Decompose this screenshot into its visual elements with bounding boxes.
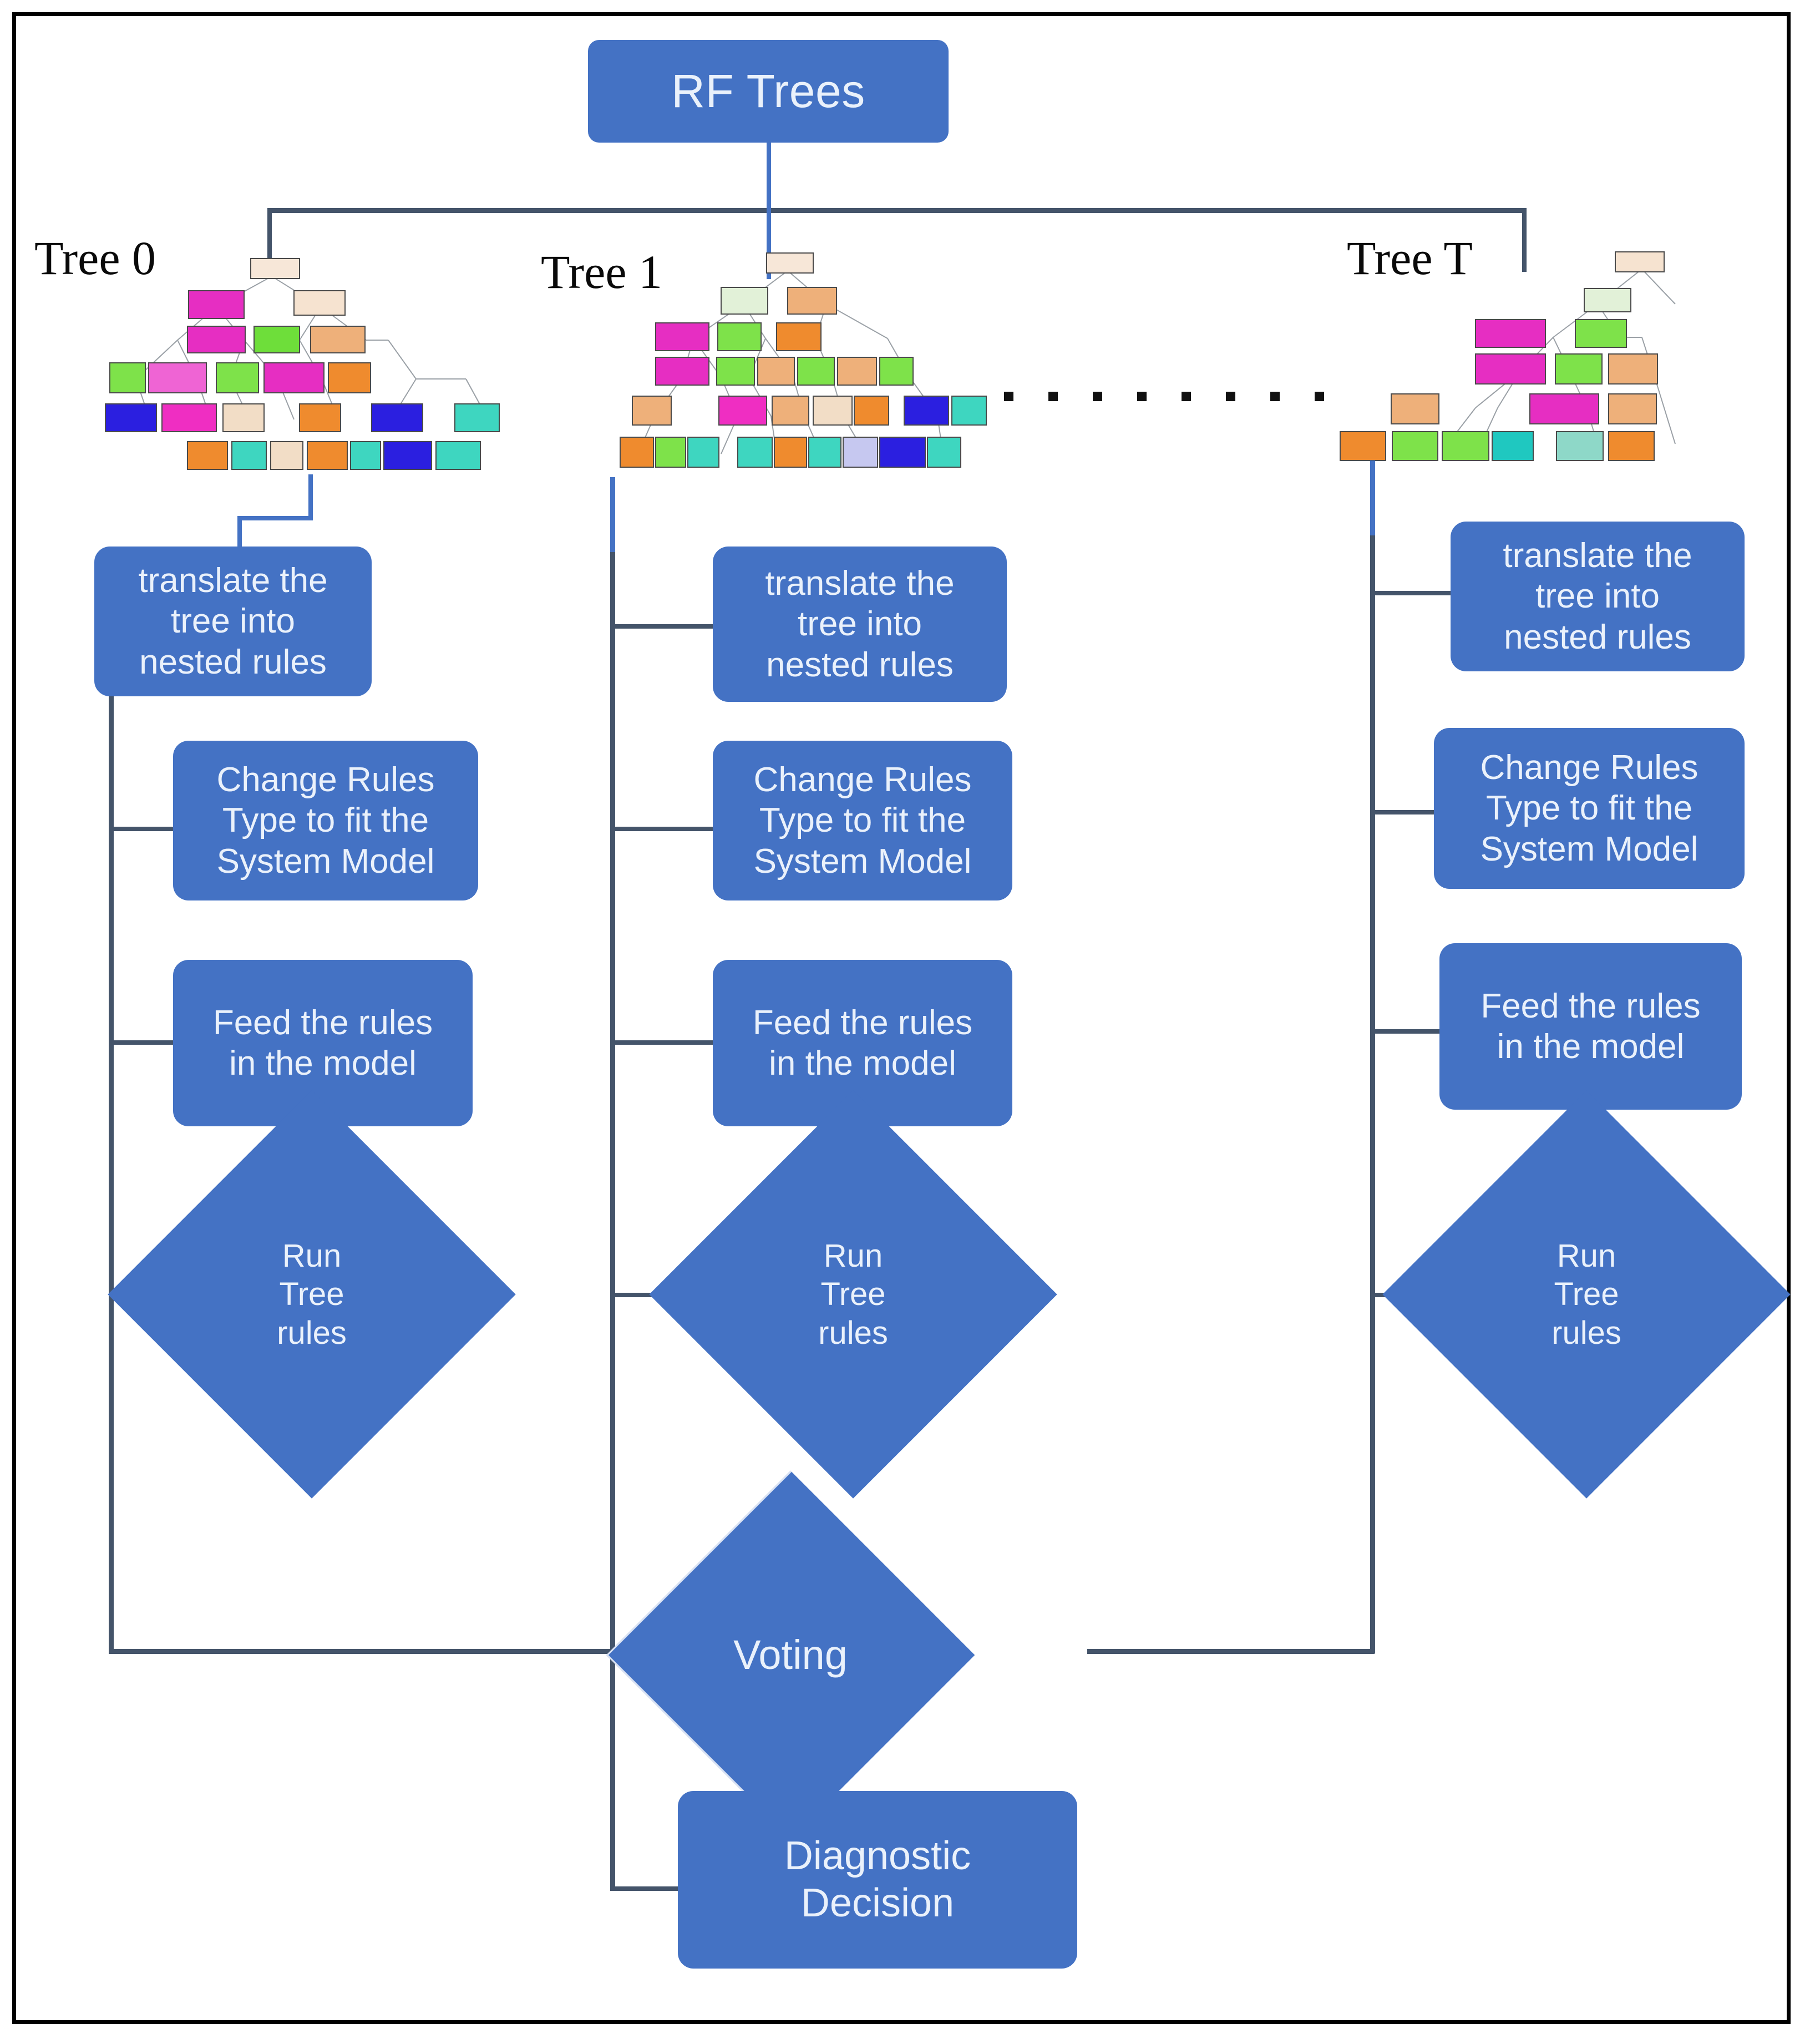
tree0-decision-run-tree-rules[interactable]: Run Tree rules: [108, 1090, 516, 1499]
tree0-step-translate[interactable]: translate the tree into nested rules: [94, 547, 372, 696]
connector-treeT-branch-change: [1370, 810, 1453, 814]
tree0-decision-label: Run Tree rules: [277, 1237, 347, 1351]
decision-tree-thumbnail-T: [1309, 239, 1731, 472]
connector-treeT-to-voting: [1087, 1649, 1375, 1654]
connector-tree0-to-voting: [109, 1649, 663, 1654]
connector-tree1-branch-change: [610, 827, 716, 831]
treeT-step-feed-rules[interactable]: Feed the rules in the model: [1439, 943, 1742, 1110]
tree-label-1: Tree 1: [541, 245, 662, 298]
connector-treeT-img-stem: [1370, 461, 1375, 538]
tree1-step-feed-rules[interactable]: Feed the rules in the model: [713, 960, 1012, 1126]
decision-tree-thumbnail-1: [555, 239, 998, 483]
tree-label-0: Tree 0: [34, 231, 156, 285]
connector-tree1-img-stem: [610, 477, 615, 552]
treeT-step-translate[interactable]: translate the tree into nested rules: [1451, 522, 1745, 671]
connector-tree0-img-drop: [237, 516, 242, 550]
connector-bus-drop-tree0: [267, 208, 272, 272]
tree1-step-change-rules[interactable]: Change Rules Type to fit the System Mode…: [713, 741, 1012, 900]
connector-bus-drop-tree1: [767, 208, 771, 279]
treeT-decision-run-tree-rules[interactable]: Run Tree rules: [1382, 1090, 1791, 1499]
connector-tree1-branch-output: [610, 1886, 682, 1891]
connector-treeT-branch-translate: [1370, 591, 1453, 595]
ellipsis-between-trees: [1004, 392, 1324, 401]
connector-tree1-branch-feed: [610, 1040, 716, 1045]
tree0-step-change-rules[interactable]: Change Rules Type to fit the System Mode…: [173, 741, 478, 900]
connector-tree0-img-jog: [237, 516, 313, 520]
root-node-rf-trees[interactable]: RF Trees: [588, 40, 949, 143]
connector-tree0-spine: [109, 696, 114, 1653]
connector-tree0-branch-feed: [109, 1040, 175, 1045]
voting-label: Voting: [733, 1631, 848, 1678]
tree1-decision-run-tree-rules[interactable]: Run Tree rules: [649, 1090, 1057, 1499]
treeT-decision-label: Run Tree rules: [1552, 1237, 1621, 1351]
treeT-step-change-rules[interactable]: Change Rules Type to fit the System Mode…: [1434, 728, 1745, 889]
connector-tree1-spine: [610, 552, 615, 1889]
connector-treeT-spine: [1370, 535, 1375, 1653]
connector-tree0-branch-change: [109, 827, 175, 831]
tree-label-T: Tree T: [1347, 231, 1473, 285]
connector-bus-drop-treeT: [1522, 208, 1527, 272]
connector-tree-bus: [267, 208, 1527, 213]
decision-tree-thumbnail-0: [78, 243, 533, 482]
tree1-decision-label: Run Tree rules: [818, 1237, 888, 1351]
connector-treeT-branch-feed: [1370, 1029, 1453, 1034]
diagnostic-decision-output[interactable]: Diagnostic Decision: [678, 1791, 1077, 1969]
connector-tree1-branch-translate: [610, 624, 716, 629]
tree0-step-feed-rules[interactable]: Feed the rules in the model: [173, 960, 473, 1126]
connector-root-stem: [767, 143, 771, 211]
voting-decision[interactable]: Voting: [606, 1470, 975, 1840]
connector-tree0-img-stem: [308, 474, 313, 520]
tree1-step-translate[interactable]: translate the tree into nested rules: [713, 547, 1007, 702]
